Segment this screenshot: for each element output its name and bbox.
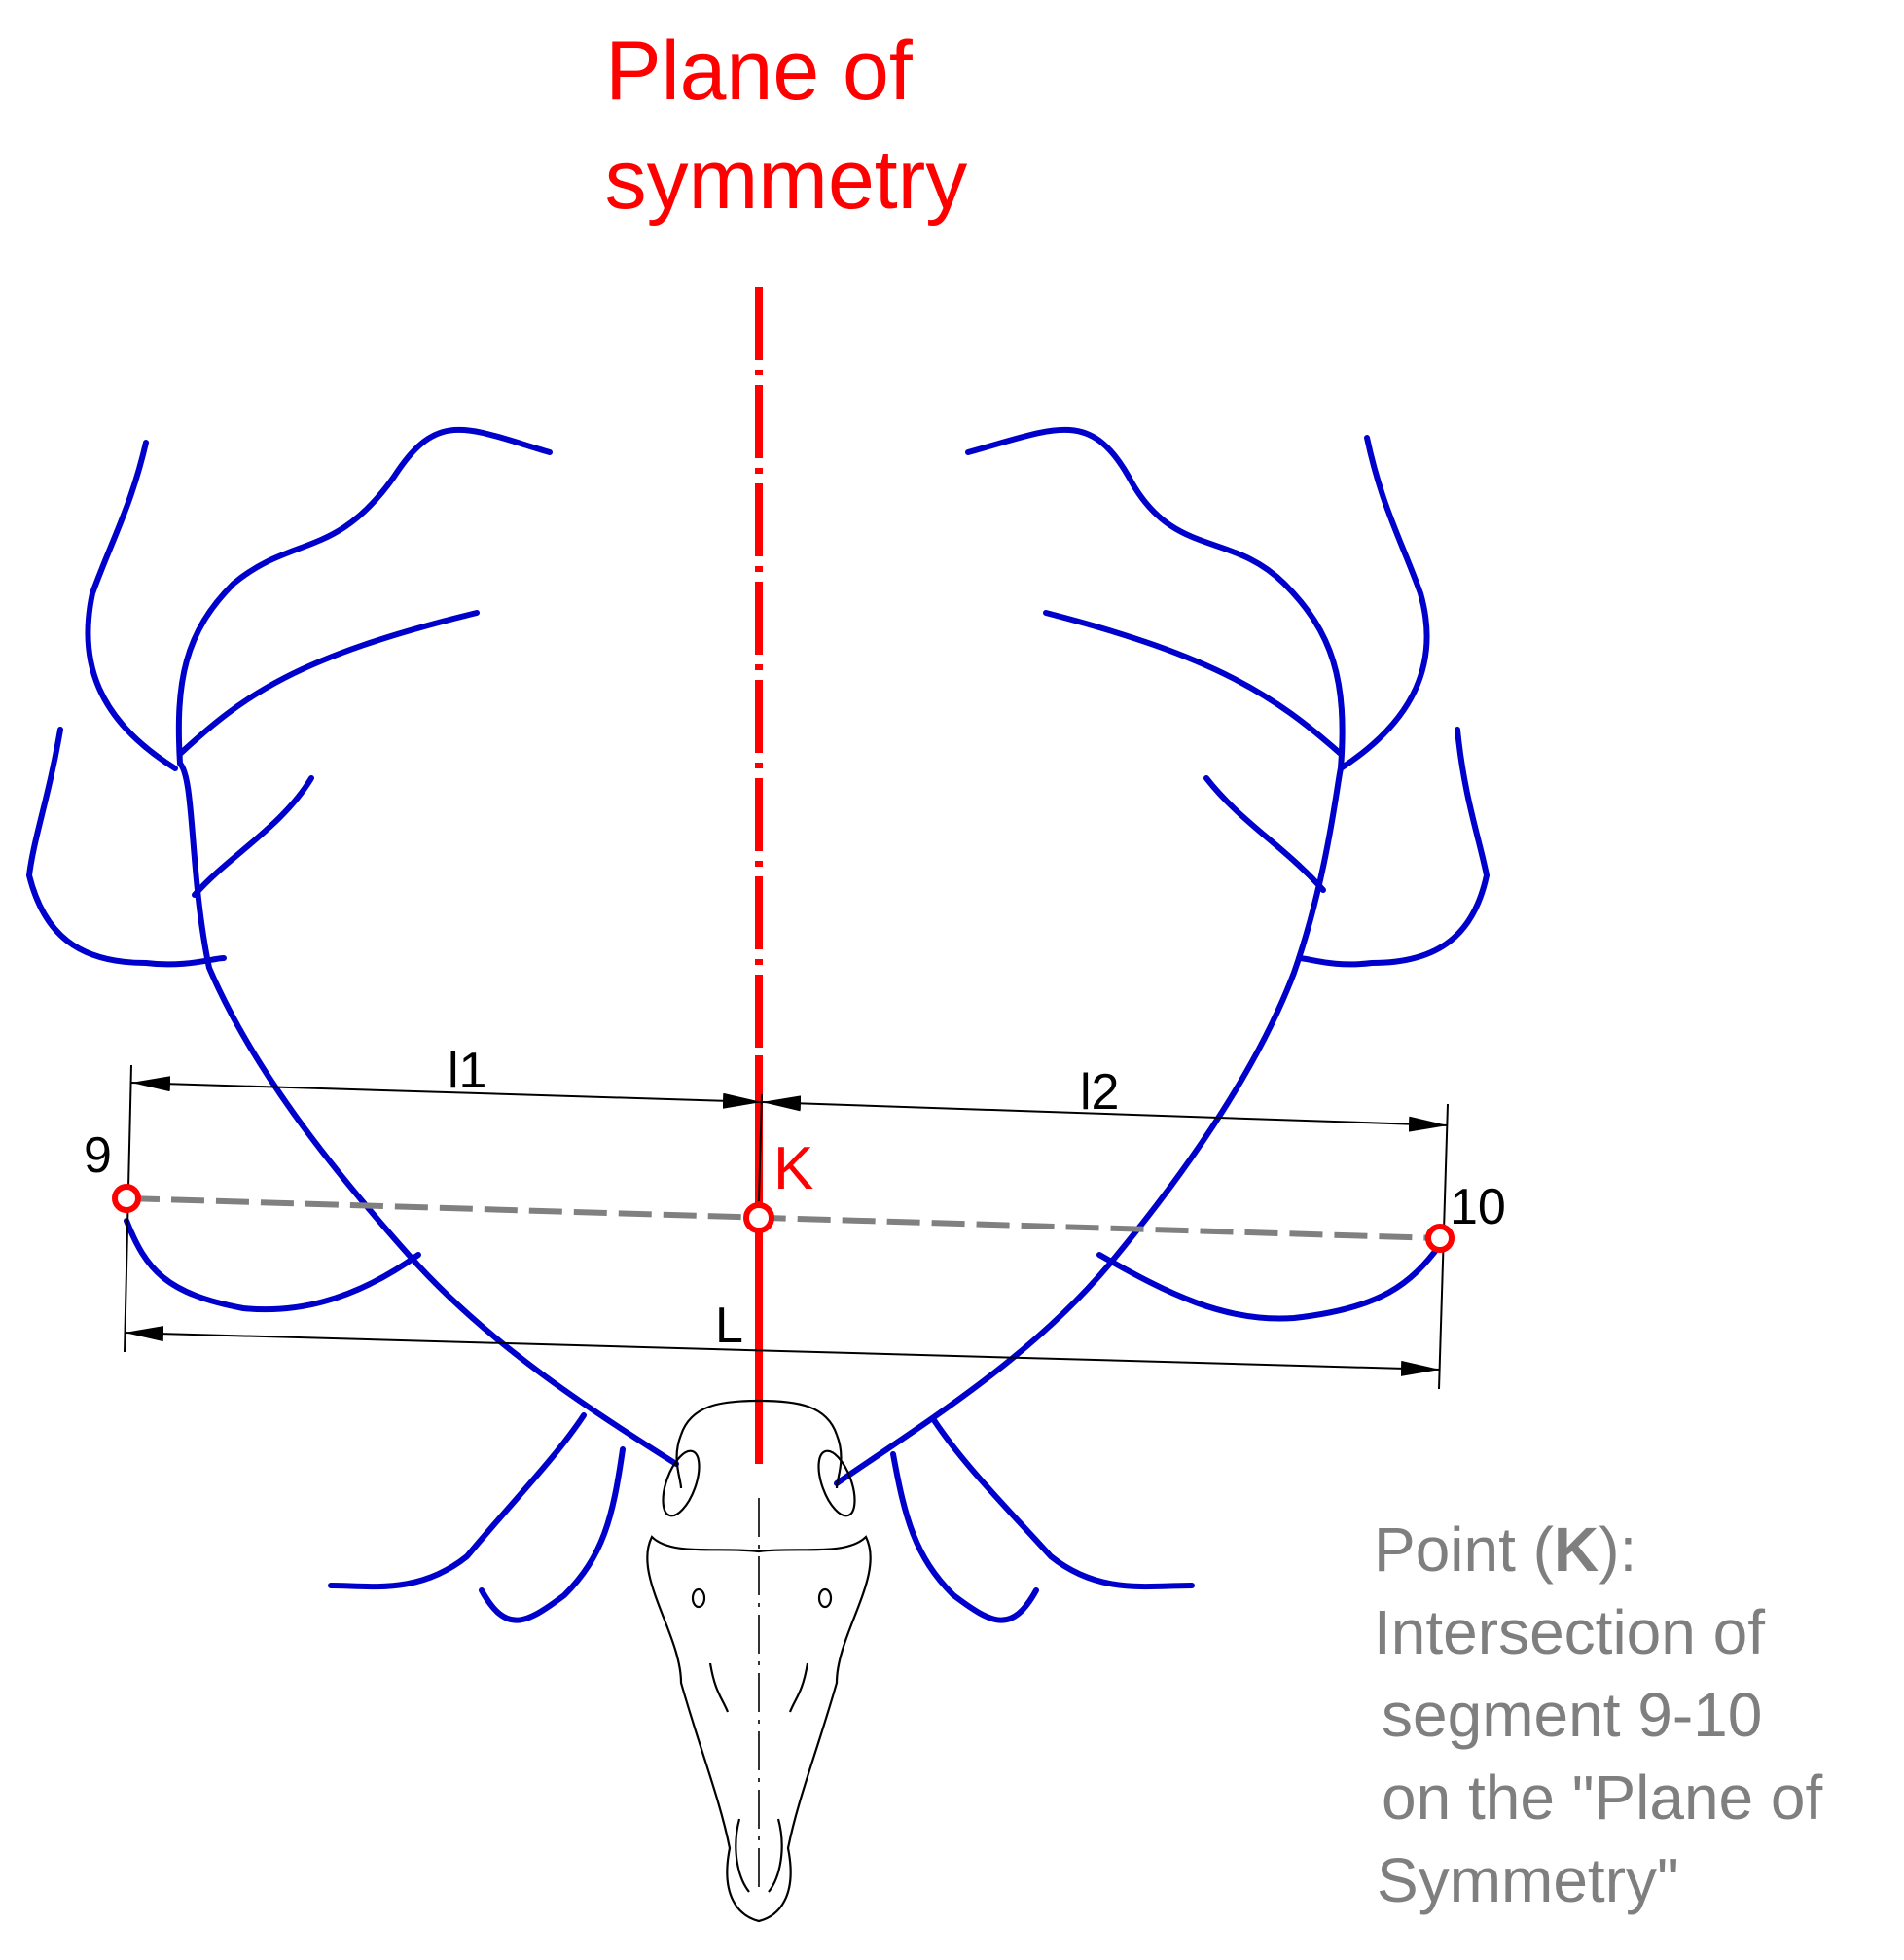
skull (646, 1399, 872, 1923)
note-line1-suffix: ): (1599, 1515, 1636, 1585)
symmetry-title-line1: Plane of (605, 24, 914, 118)
label-point-10: 10 (1450, 1179, 1506, 1235)
note-line2: Intersection of (1374, 1597, 1765, 1667)
segment-9-10 (126, 1195, 1441, 1241)
dimension-line-l1 (130, 1076, 763, 1109)
point-10-marker (1425, 1224, 1455, 1253)
symmetry-title-line2: symmetry (605, 133, 968, 227)
dimensions (124, 1064, 1449, 1390)
label-L: L (715, 1298, 743, 1354)
left-antler (26, 426, 679, 1623)
label-l2: l2 (1080, 1064, 1119, 1121)
note-line5: Symmetry" (1377, 1845, 1679, 1915)
point-k-note: Point (K): Intersection of segment 9-10 … (1374, 1515, 1823, 1915)
dimension-line-l2 (761, 1095, 1449, 1132)
extension-line-k (758, 1093, 763, 1202)
label-point-9: 9 (84, 1127, 112, 1184)
note-line4: on the "Plane of (1382, 1763, 1823, 1833)
point-k-marker (743, 1202, 774, 1233)
right-antler (834, 426, 1490, 1623)
svg-text:Point (K):: Point (K): (1374, 1515, 1636, 1585)
note-line1-bold: K (1554, 1515, 1599, 1585)
dimension-line-L (124, 1326, 1441, 1376)
note-line1-prefix: Point ( (1374, 1515, 1554, 1585)
point-9-marker (112, 1184, 141, 1213)
label-point-k: K (773, 1135, 813, 1202)
note-line3: segment 9-10 (1382, 1680, 1762, 1750)
label-l1: l1 (448, 1043, 486, 1099)
